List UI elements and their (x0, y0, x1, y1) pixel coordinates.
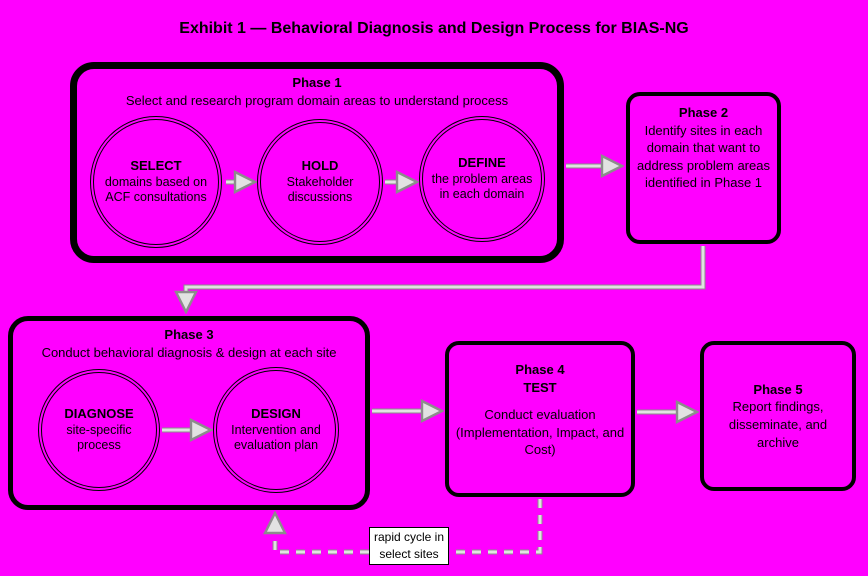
design-circle-title: DESIGN (251, 406, 301, 422)
hold-circle: HOLD Stakeholder discussions (257, 119, 383, 245)
select-circle-title: SELECT (130, 158, 182, 174)
phase2-body: Identify sites in each domain that want … (637, 122, 770, 191)
phase1-subtitle: Select and research program domain areas… (125, 92, 509, 108)
rapid-cycle-label-line1: rapid cycle in (373, 530, 445, 545)
design-circle: DESIGN Intervention and evaluation plan (213, 367, 339, 493)
hold-circle-body: Stakeholder discussions (286, 174, 354, 205)
phase1-title: Phase 1 (292, 75, 342, 90)
diagnose-circle: DIAGNOSE site-specific process (38, 369, 160, 491)
rapid-cycle-label: rapid cycle in select sites (369, 527, 449, 565)
page-title: Exhibit 1 — Behavioral Diagnosis and Des… (179, 20, 689, 37)
phase5-box: Phase 5 Report findings, disseminate, an… (700, 341, 856, 491)
phase4-body: Conduct evaluation (Implementation, Impa… (455, 407, 625, 458)
phase4-box: Phase 4 TEST Conduct evaluation (Impleme… (445, 341, 635, 497)
define-circle-body: the problem areas in each domain (431, 171, 533, 202)
phase3-title: Phase 3 (164, 327, 214, 342)
phase1-box: Phase 1 Select and research program doma… (70, 62, 564, 263)
diagnose-circle-title: DIAGNOSE (64, 406, 134, 422)
phase5-body: Report findings, disseminate, and archiv… (728, 399, 828, 450)
design-circle-body: Intervention and evaluation plan (231, 422, 321, 453)
phase2-title: Phase 2 (678, 105, 729, 120)
select-circle: SELECT domains based on ACF consultation… (90, 116, 222, 248)
phase3-box: Phase 3 Conduct behavioral diagnosis & d… (8, 316, 370, 510)
define-circle-title: DEFINE (458, 155, 506, 171)
rapid-cycle-label-line2: select sites (379, 547, 439, 561)
select-circle-body: domains based on ACF consultations (104, 174, 208, 205)
phase5-title: Phase 5 (753, 381, 803, 397)
hold-circle-title: HOLD (301, 158, 339, 174)
diagnose-circle-body: site-specific process (66, 422, 132, 453)
phase4-test-label: TEST (523, 379, 557, 395)
define-circle: DEFINE the problem areas in each domain (419, 116, 545, 242)
phase2-box: Phase 2 Identify sites in each domain th… (626, 92, 781, 244)
phase4-title: Phase 4 (515, 362, 565, 377)
phase3-subtitle: Conduct behavioral diagnosis & design at… (41, 344, 337, 360)
